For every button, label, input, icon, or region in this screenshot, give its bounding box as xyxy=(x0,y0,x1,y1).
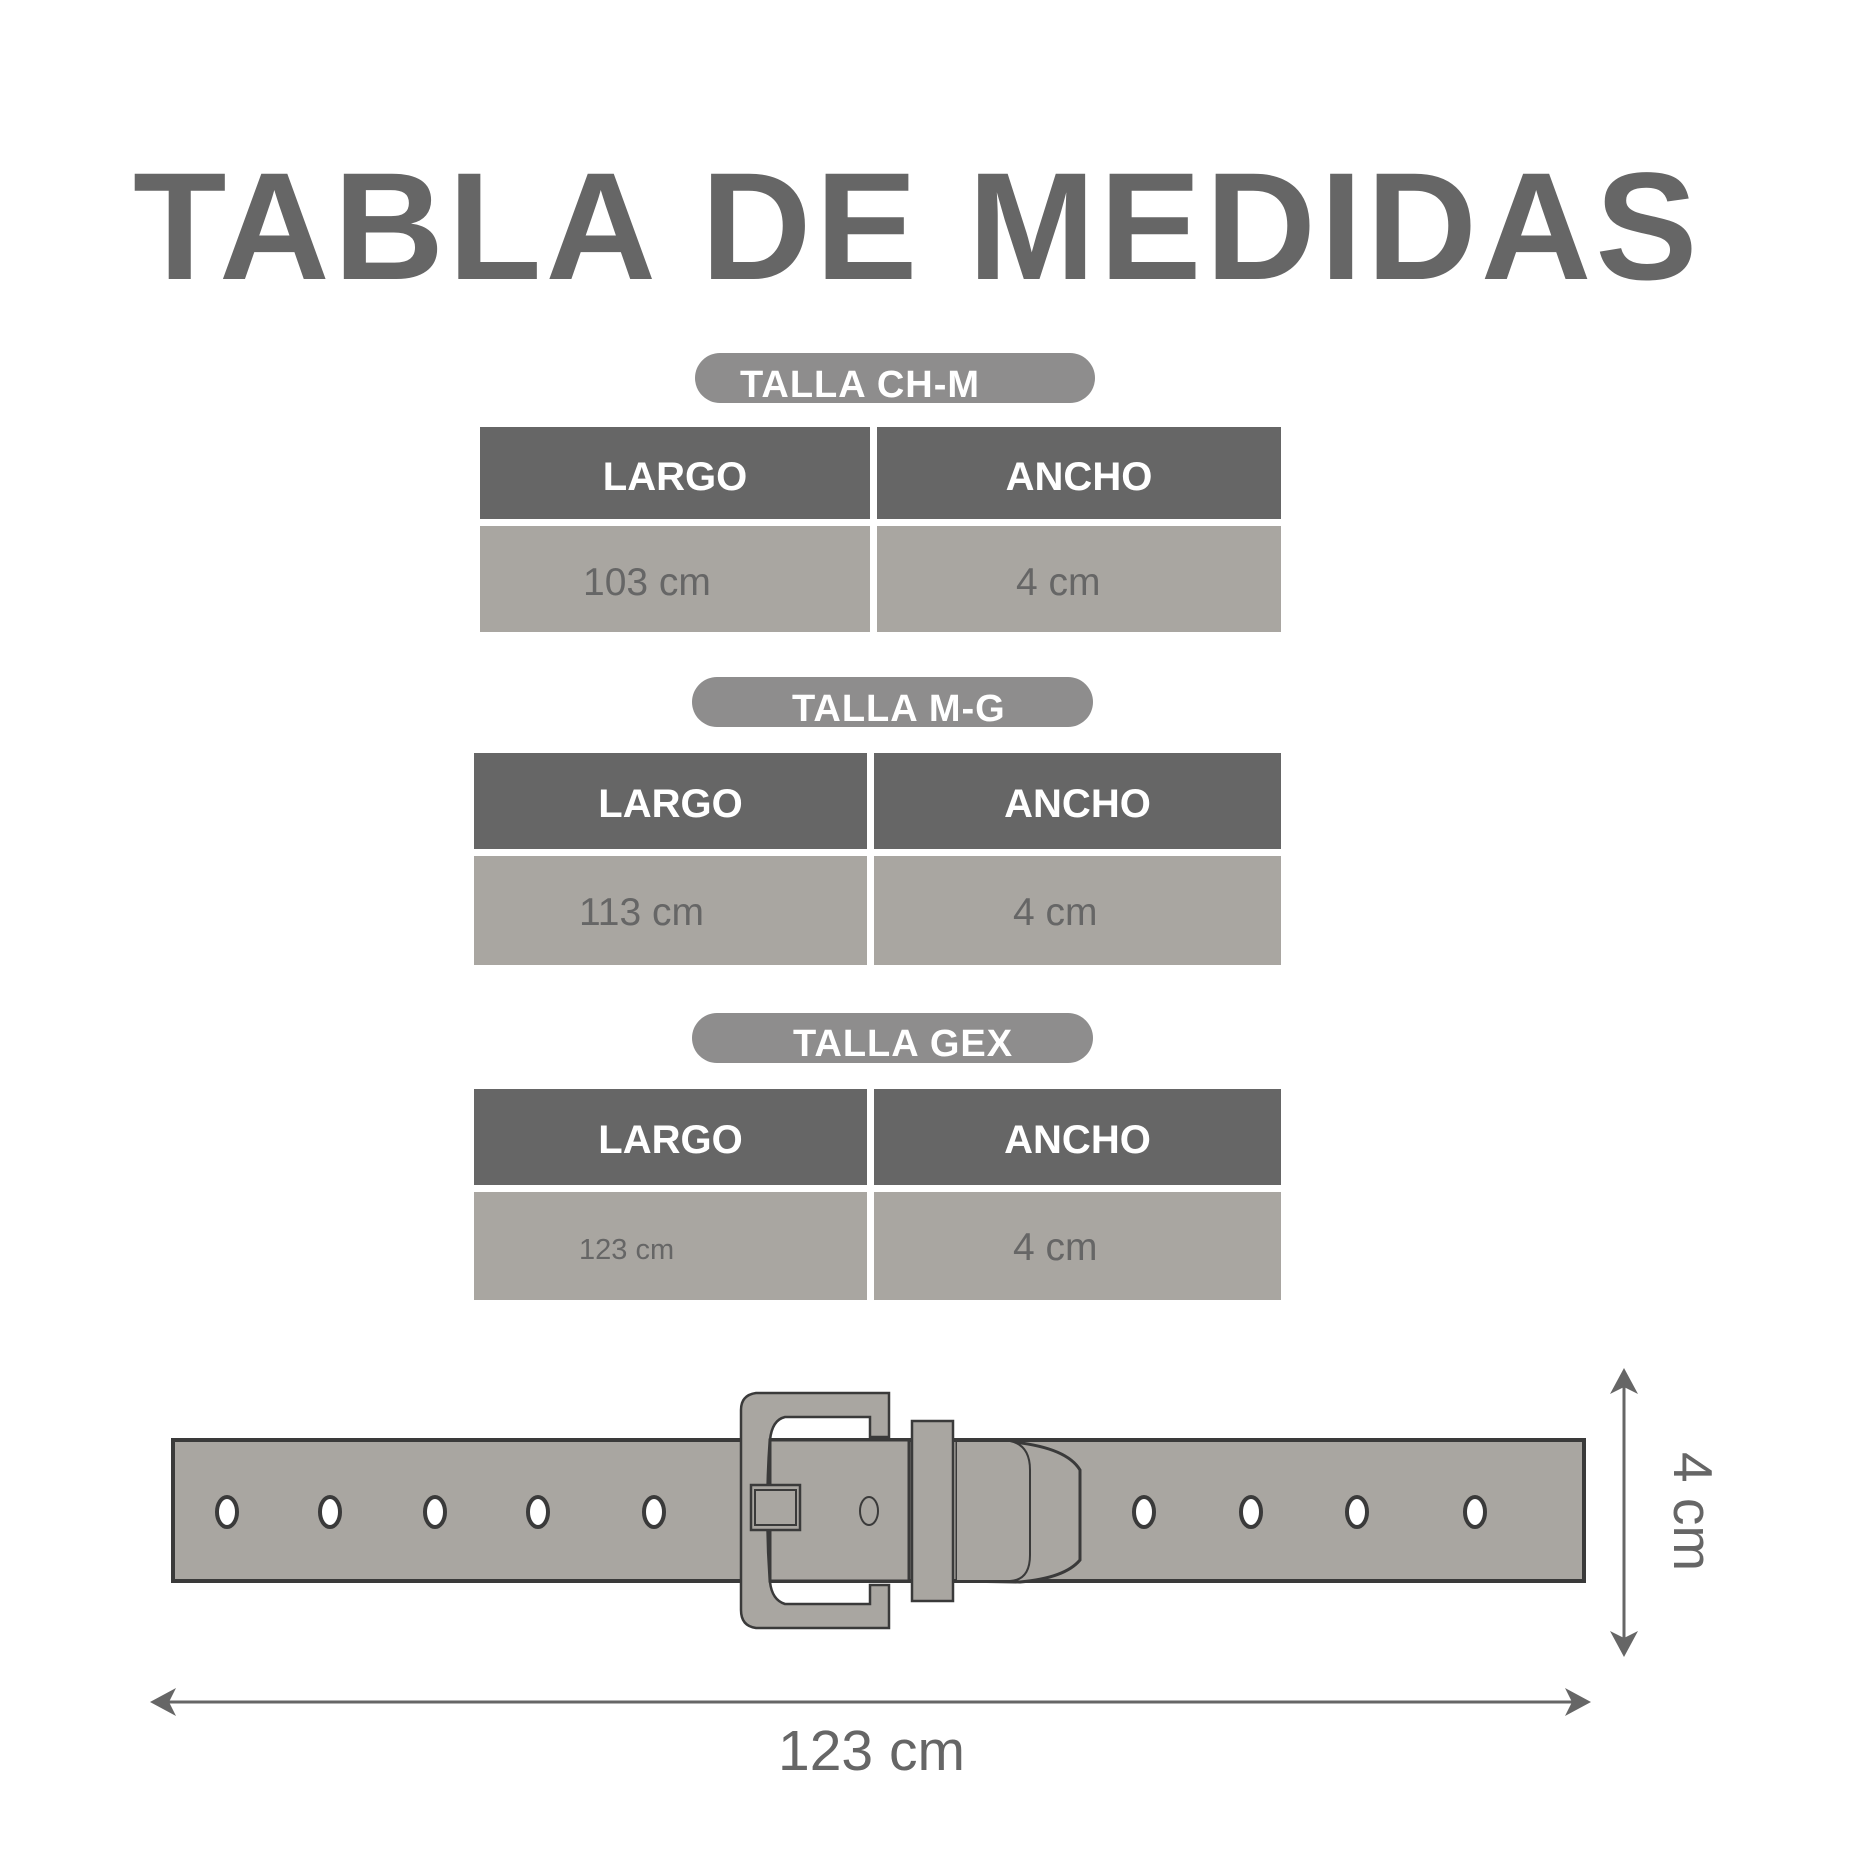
buckle-frame xyxy=(739,1391,891,1630)
header-cell-largo: LARGO xyxy=(474,1089,867,1185)
header-label: LARGO xyxy=(602,455,748,499)
header-cell-largo: LARGO xyxy=(474,753,867,849)
value-cell-ancho: 4 cm xyxy=(874,1192,1281,1300)
length-dimension-arrow xyxy=(150,1688,1591,1716)
page-title: TABLA DE MEDIDAS xyxy=(133,141,1702,312)
value-text: 4 cm xyxy=(1013,1226,1098,1269)
width-dimension-arrow xyxy=(1610,1368,1638,1657)
value-cell-largo: 113 cm xyxy=(474,856,867,965)
header-cell-ancho: ANCHO xyxy=(877,427,1281,519)
size-label: TALLA GEX xyxy=(793,1023,1014,1065)
size-pill-gex: TALLA GEX xyxy=(692,1013,1093,1063)
width-label: 4 cm xyxy=(1662,1452,1724,1572)
size-label: TALLA CH-M xyxy=(740,364,981,406)
header-label: ANCHO xyxy=(1005,455,1153,499)
value-text: 123 cm xyxy=(579,1234,675,1266)
size-pill-m-g: TALLA M-G xyxy=(692,677,1093,730)
header-label: LARGO xyxy=(598,782,743,826)
belt-holes-left xyxy=(215,1495,666,1529)
value-text: 4 cm xyxy=(1013,891,1098,934)
header-cell-largo: LARGO xyxy=(480,427,870,519)
size-label: TALLA M-G xyxy=(792,688,1006,730)
belt-holes-right xyxy=(1132,1495,1487,1529)
belt-keeper xyxy=(910,1419,955,1603)
value-text: 113 cm xyxy=(579,891,704,934)
value-cell-ancho: 4 cm xyxy=(877,526,1281,632)
size-pill-ch-m: TALLA CH-M xyxy=(695,353,1095,406)
header-cell-ancho: ANCHO xyxy=(874,1089,1281,1185)
length-label: 123 cm xyxy=(778,1719,965,1783)
value-cell-largo: 123 cm xyxy=(474,1192,867,1300)
header-label: LARGO xyxy=(598,1118,743,1162)
value-cell-ancho: 4 cm xyxy=(874,856,1281,965)
value-text: 103 cm xyxy=(583,561,711,604)
value-cell-largo: 103 cm xyxy=(480,526,870,632)
header-cell-ancho: ANCHO xyxy=(874,753,1281,849)
header-label: ANCHO xyxy=(1004,782,1151,826)
value-text: 4 cm xyxy=(1016,561,1101,604)
header-label: ANCHO xyxy=(1004,1118,1151,1162)
